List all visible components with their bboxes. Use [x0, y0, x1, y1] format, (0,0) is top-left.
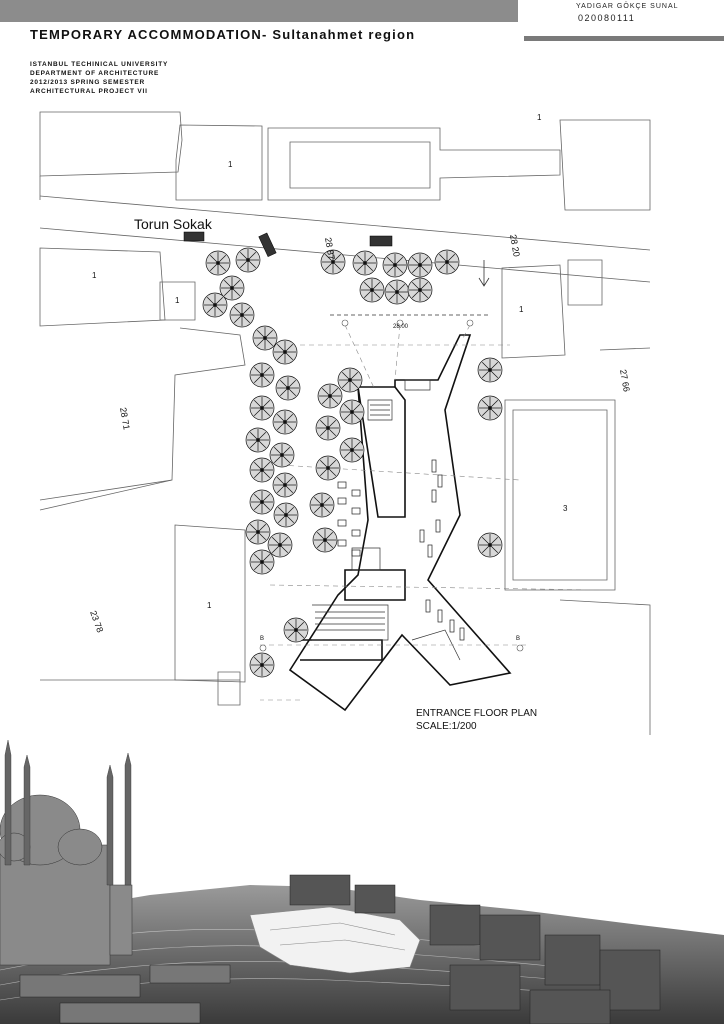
- section-mark-west: B: [260, 636, 264, 642]
- header-rule: [524, 36, 724, 41]
- lot-label: 1: [175, 296, 180, 305]
- lot-label: 1: [537, 113, 542, 122]
- tree-center: [320, 503, 324, 507]
- tree-center: [326, 466, 330, 470]
- semester-label: 2012/2013 SPRING SEMESTER: [30, 79, 146, 86]
- tree-center: [395, 290, 399, 294]
- university-name: ISTANBUL TECHINICAL UNIVERSITY: [30, 61, 169, 68]
- course-name: ARCHITECTURAL PROJECT VII: [30, 88, 148, 95]
- elevation-label: 28 71: [118, 407, 132, 431]
- elevation-label: 27 66: [618, 369, 632, 393]
- tree-center: [260, 373, 264, 377]
- tree-center: [260, 468, 264, 472]
- tree-center: [488, 406, 492, 410]
- tree-center: [488, 543, 492, 547]
- tree-center: [283, 420, 287, 424]
- elevation-label: 28 20: [508, 234, 522, 258]
- lot-label: 1: [207, 601, 212, 610]
- tree-center: [256, 530, 260, 534]
- tree-center: [331, 260, 335, 264]
- tree-center: [256, 438, 260, 442]
- tree-center: [278, 543, 282, 547]
- street-name-label: Torun Sokak: [134, 216, 213, 232]
- tree-center: [445, 260, 449, 264]
- site-plan-drawing: Torun Sokak ENTRANCE FLOOR PLAN SCALE:1/…: [39, 111, 651, 735]
- tree-center: [240, 313, 244, 317]
- tree-center: [230, 286, 234, 290]
- tree-center: [283, 350, 287, 354]
- tree-center: [280, 453, 284, 457]
- header-bar: [0, 0, 518, 22]
- tree-center: [260, 500, 264, 504]
- tree-center: [418, 263, 422, 267]
- tree-center: [370, 288, 374, 292]
- tree-center: [286, 386, 290, 390]
- tree-center: [328, 394, 332, 398]
- tree-center: [323, 538, 327, 542]
- north-arrow-icon: [478, 260, 490, 287]
- site-model-photo: [0, 735, 724, 1024]
- lot-label: 1: [519, 305, 524, 314]
- tree-center: [260, 663, 264, 667]
- tree-center: [213, 303, 217, 307]
- page-title: TEMPORARY ACCOMMODATION- Sultanahmet reg…: [30, 27, 416, 42]
- tree-center: [350, 410, 354, 414]
- width-dimension: 28.00: [393, 324, 409, 330]
- tree-center: [326, 426, 330, 430]
- tree-center: [263, 336, 267, 340]
- lot-label: 1: [92, 271, 97, 280]
- elevation-label: 23 78: [88, 609, 105, 634]
- project-info: ISTANBUL TECHINICAL UNIVERSITY DEPARTMEN…: [30, 60, 168, 96]
- tree-center: [350, 448, 354, 452]
- tree-center: [393, 263, 397, 267]
- elevation-label: 28 87: [323, 237, 337, 261]
- tree-center: [348, 378, 352, 382]
- tree-center: [488, 368, 492, 372]
- tree-center: [363, 261, 367, 265]
- tree-center: [284, 513, 288, 517]
- lot-label: 3: [563, 504, 568, 513]
- tree-center: [246, 258, 250, 262]
- tree-center: [260, 406, 264, 410]
- tree-center: [418, 288, 422, 292]
- tree-center: [260, 560, 264, 564]
- department-name: DEPARTMENT OF ARCHITECTURE: [30, 70, 160, 77]
- section-mark-east: B: [516, 636, 520, 642]
- tree-center: [216, 261, 220, 265]
- tree-center: [283, 483, 287, 487]
- author-name: YADIGAR GÖKÇE SUNAL: [576, 3, 679, 10]
- lot-label: 1: [228, 160, 233, 169]
- plan-scale: SCALE:1/200: [416, 721, 477, 732]
- tree-center: [294, 628, 298, 632]
- plan-caption: ENTRANCE FLOOR PLAN: [416, 708, 537, 719]
- student-id: 020080111: [578, 13, 636, 23]
